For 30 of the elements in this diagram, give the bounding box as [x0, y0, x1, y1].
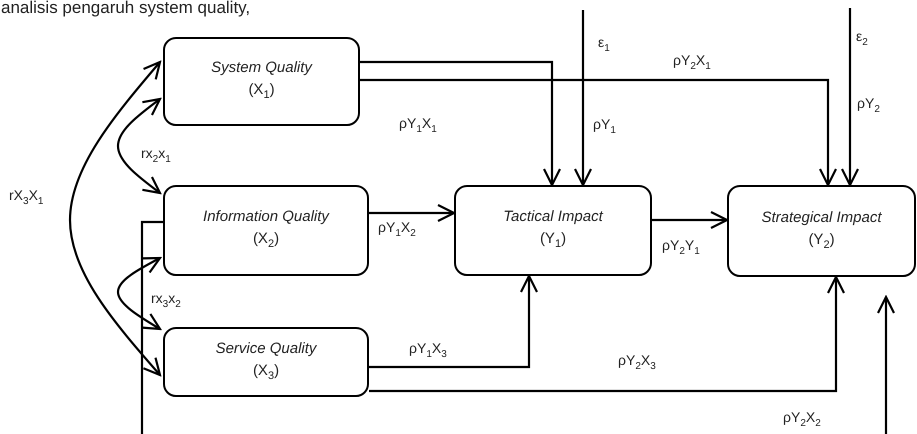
path-arrow — [574, 10, 592, 186]
path-arrow — [360, 78, 838, 186]
error-term-label: ε$_{1}$ — [597, 34, 611, 56]
variable-symbol: (Y$_{2}$) — [808, 230, 835, 252]
path-arrow — [369, 204, 456, 222]
error-term-label: ε$_{2}$ — [855, 28, 869, 50]
variable-name: Service Quality — [216, 338, 316, 358]
variable-symbol: (X$_{3}$) — [252, 360, 280, 384]
path-arrow — [369, 276, 846, 392]
path-arrow — [360, 60, 562, 186]
variable-symbol: (X$_{2}$) — [252, 229, 280, 252]
variable-name: Information Quality — [203, 207, 329, 227]
correlation-arrow — [116, 256, 162, 330]
correlation-arrow — [68, 60, 162, 376]
path-arrow — [369, 274, 538, 368]
variable-box — [163, 37, 360, 126]
variable-box — [454, 185, 652, 276]
variable-name: System Quality — [211, 58, 312, 78]
correlation-arrow — [116, 98, 162, 194]
variable-symbol: (X$_{1}$) — [248, 80, 275, 103]
text-fragment: analisis pengaruh system quality, — [0, 0, 252, 16]
path-arrow — [840, 8, 860, 186]
variable-box — [727, 185, 916, 277]
variable-symbol: (Y$_{1}$) — [540, 229, 566, 252]
variable-box — [163, 327, 369, 397]
variable-name: Strategical Impact — [761, 208, 882, 228]
variable-name: Tactical Impact — [503, 207, 603, 227]
path-arrow — [140, 220, 896, 434]
path-arrow — [652, 210, 728, 230]
variable-box — [163, 185, 369, 276]
